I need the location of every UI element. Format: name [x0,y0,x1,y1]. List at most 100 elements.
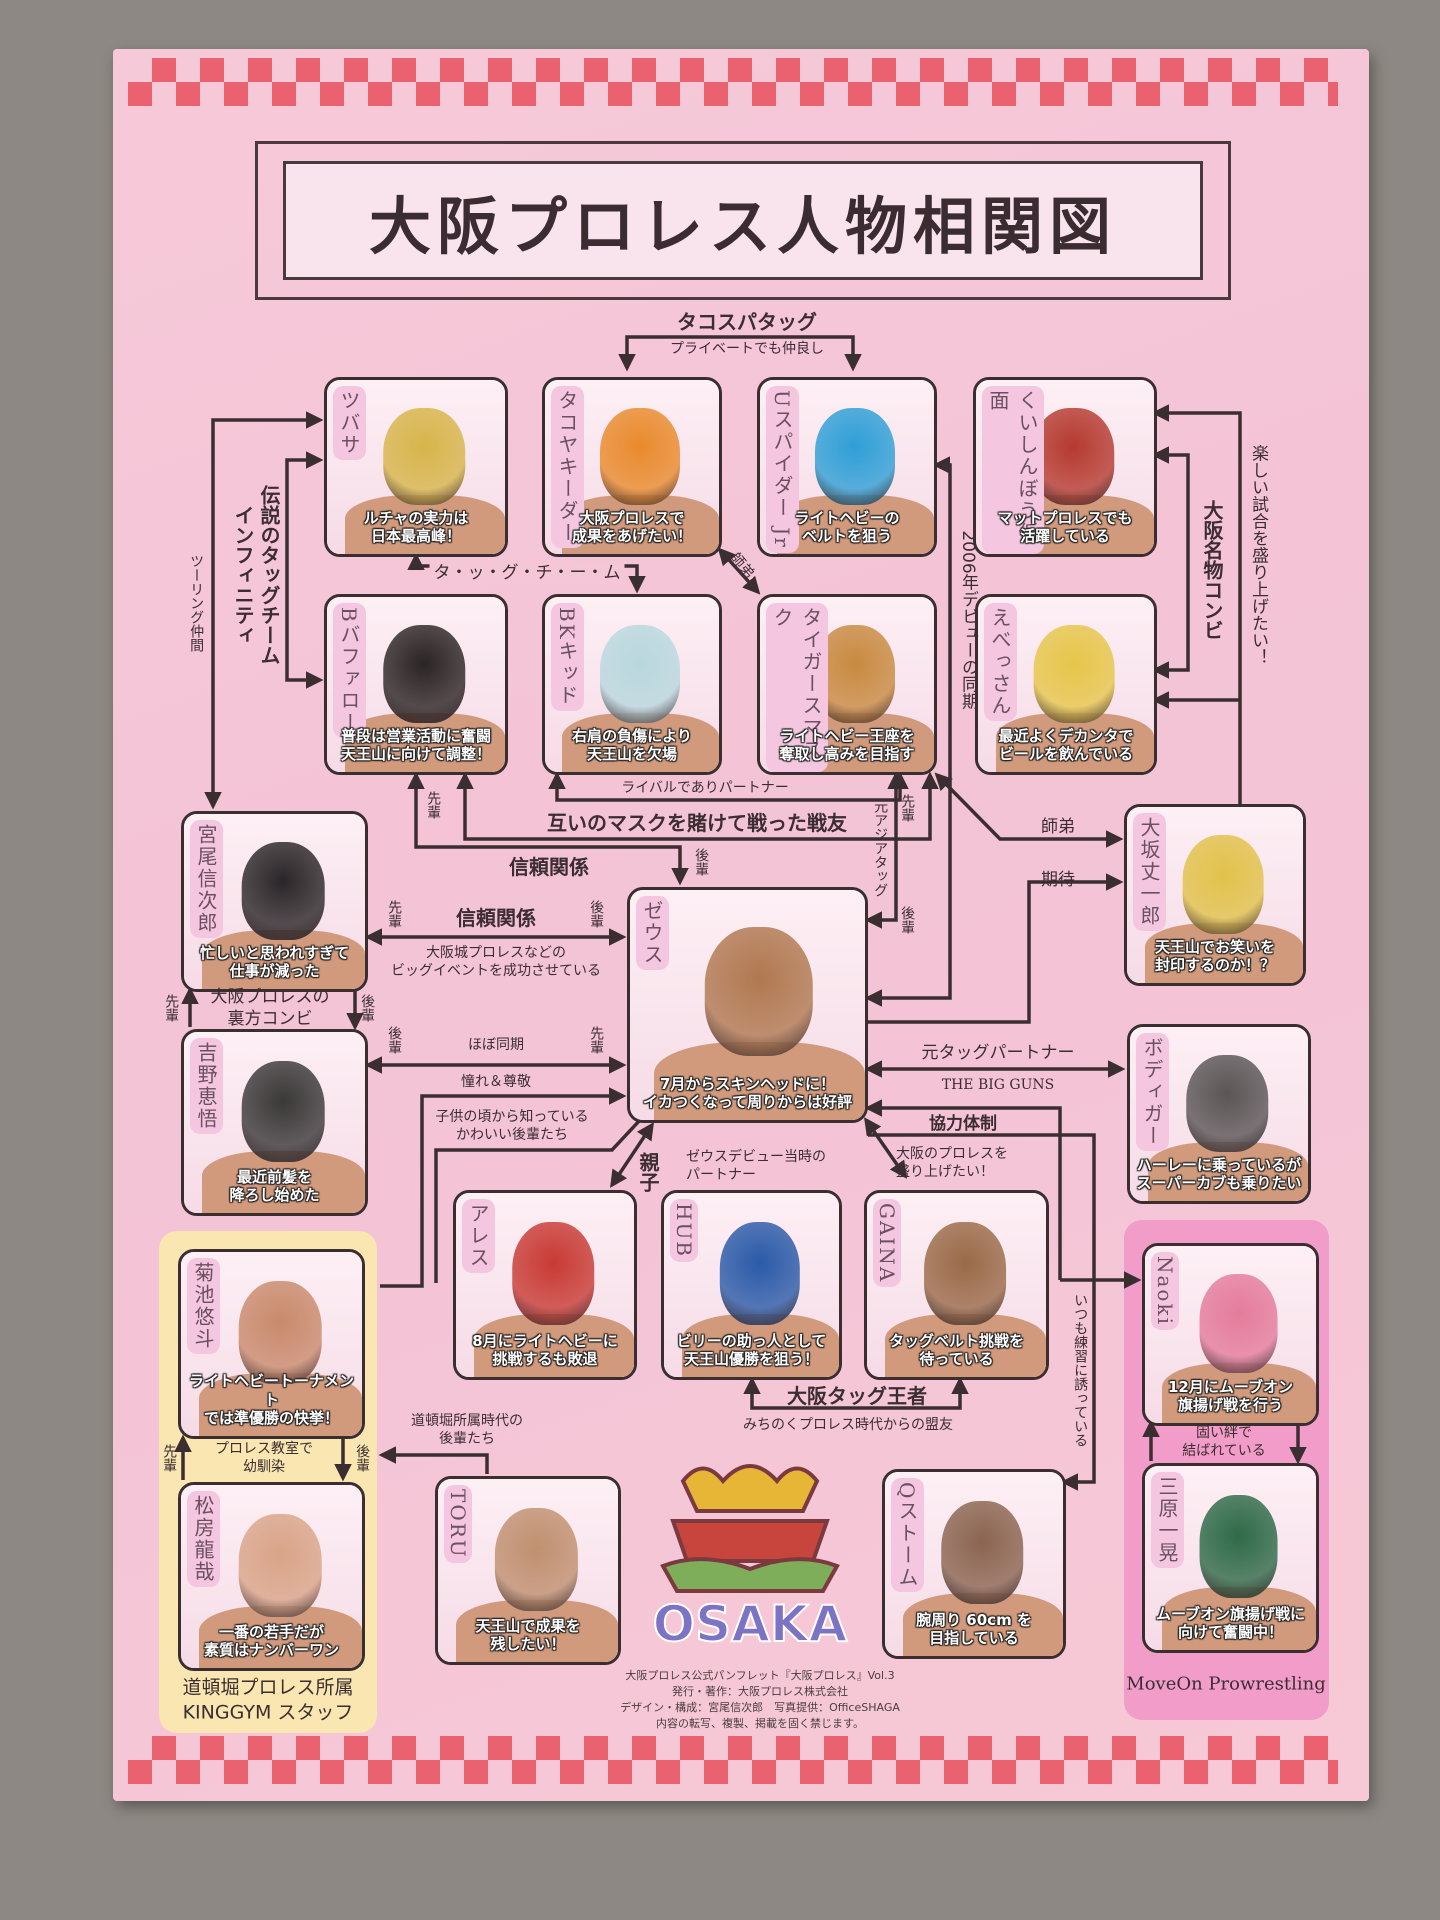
wrestler-name: 三原一晃 [1151,1472,1184,1568]
label-asia-tag: 元アジアタッグ [872,799,889,897]
profile-card-qstorm: Qストーム 腕周り 60cm を 目指している [882,1469,1066,1659]
profile-card-matsufusa: 松房龍哉 一番の若手だが 素質はナンバーワン [178,1482,365,1671]
line-shitei-osaka [934,772,1124,848]
label-kyoryoku: 協力体制 [929,1113,997,1134]
wrestler-name: Uスパイダー Jr [766,386,799,553]
line-shitei-tako-tiger [717,547,761,595]
label-mask: 互いのマスクを賭けて戦った戦友 [547,811,847,835]
wrestler-name: TORU [444,1485,472,1563]
profile-card-miyao: 宮尾信次郎 忙しいと思われすぎて 仕事が減った [181,811,368,992]
wrestler-photo [630,890,865,1120]
label-tanoshii: 楽しい試合を盛り上げたい！ [1248,444,1269,666]
label-urakata: 大阪プロレスの 裏方コンビ [210,986,330,1029]
wrestler-caption: 天王山で成果を 残したい！ [475,1616,581,1654]
wrestler-caption: ルチャの実力は 日本最高峰！ [363,508,469,546]
wrestler-name: 松房龍哉 [187,1491,220,1587]
profile-card-zeus: ゼウス 7月からスキンヘッドに！ イカつくなって周りからは好評 [627,887,868,1123]
profile-card-toru: TORU 天王山で成果を 残したい！ [435,1476,621,1665]
profile-card-kuishinbo: くいしんぼう仮面 マットプロレスでも 活躍している [973,377,1157,557]
profile-card-naoki: Naoki 12月にムーブオン 旗揚げ戦を行う [1142,1243,1319,1426]
label-shinrai-1: 信頼関係 [509,855,589,879]
label-akogare: 憧れ＆尊敬 [461,1073,531,1090]
wrestler-name: GAINA [873,1199,901,1288]
label-moto-tag: 元タッグパートナー [921,1042,1075,1063]
wrestler-caption: 最近前髪を 降ろし始めた [229,1167,320,1205]
wrestler-caption: 忙しいと思われすぎて 仕事が減った [199,943,350,981]
wrestler-caption: 右肩の負傷により 天王山を欠場 [572,726,692,764]
label-senpai-1: 先輩 [425,791,442,819]
line-tanoshii [1151,404,1242,804]
line-oyako [610,1122,654,1188]
label-touring: ツーリング仲間 [188,554,205,652]
label-oyako: 親子 [636,1152,660,1192]
label-zeus-debut: ゼウスデビュー当時の パートナー [686,1148,826,1183]
profile-card-kikuchi: 菊池悠斗 ライトヘビートーナメント では準優勝の快挙！ [178,1249,365,1439]
label-kyoshitsu: プロレス教室で 幼馴染 [215,1440,313,1475]
wrestler-name: タイガースマスク [766,603,828,772]
wrestler-caption: 腕周り 60cm を 目指している [916,1610,1032,1648]
wrestler-caption: 7月からスキンヘッドに！ イカつくなって周りからは好評 [642,1074,853,1112]
checker-border-bottom [128,1736,1338,1784]
label-tag-team: タ・ッ・グ・チ・ー・ム [429,561,625,585]
wrestler-name: Qストーム [891,1478,924,1593]
label-kodomo: 子供の頃から知っている かわいい後輩たち [435,1108,589,1143]
wrestler-photo [438,1479,618,1662]
label-hobo-doki: ほぼ同期 [468,1036,524,1053]
label-kohai-5: 後輩 [386,1026,403,1054]
wrestler-photo [664,1193,839,1377]
wrestler-photo [1145,1246,1316,1423]
wrestler-caption: ハーレーに乗っているが スーパーカブも乗りたい [1136,1155,1302,1193]
checker-border-top [128,58,1338,106]
wrestler-caption: 12月にムーブオン 旗揚げ戦を行う [1168,1377,1293,1415]
label-kohai-1: 後輩 [693,848,710,876]
wrestler-name: くいしんぼう仮面 [982,386,1044,554]
label-michinoku: みちのくプロレス時代からの盟友 [743,1416,953,1433]
wrestler-caption: ビリーの助っ人として 天王山優勝を狙う！ [676,1331,827,1369]
line-shinrai-buffalo [407,771,689,886]
label-senpai-2: 先輩 [899,794,916,822]
line-dotonbori [378,1446,489,1474]
wrestler-name: 大坂丈一郎 [1133,813,1166,931]
wrestler-name: ゼウス [636,896,669,970]
label-dotonbori-kohai: 道頓堀所属時代の 後輩たち [411,1412,523,1447]
label-kohai-4: 後輩 [359,994,376,1022]
wrestler-name: Bバファロー [333,603,366,738]
line-debut2006 [864,456,952,1007]
line-bigguns-naoki [864,1099,1062,1280]
profile-card-yoshino: 吉野恵悟 最近前髪を 降ろし始めた [181,1029,368,1216]
kinggym-group-label: 道頓堀プロレス所属 KINGGYM スタッフ [182,1676,354,1723]
label-kitai: 期待 [1041,869,1075,890]
label-shinrai-2: 信頼関係 [456,906,536,930]
svg-text:OSAKA: OSAKA [653,1595,848,1653]
wrestler-name: BKキッド [551,603,584,711]
line-meibutsu [1151,446,1190,679]
label-itsumo: いつも練習に誘っている [1072,1293,1089,1447]
wrestler-caption: 最近よくデカンタで ビールを飲んでいる [998,726,1134,764]
profile-card-mihara: 三原一晃 ムーブオン旗揚げ戦に 向けて奮闘中！ [1142,1463,1319,1653]
wrestler-name: アレス [462,1199,495,1273]
label-shitei-2: 師弟 [1041,816,1075,837]
wrestler-caption: 一番の若手だが 素質はナンバーワン [203,1622,339,1660]
line-zeus-gaina [863,1117,908,1179]
label-senpai-4: 先輩 [163,994,180,1022]
wrestler-name: ツバサ [333,386,366,460]
wrestler-name: Naoki [1151,1252,1179,1330]
profile-card-bkid: BKキッド 右肩の負傷により 天王山を欠場 [542,594,722,775]
wrestler-name: タコヤキーダー [551,386,584,548]
label-moriage: 大阪のプロレスを 盛り上げたい！ [896,1145,1008,1180]
wrestler-caption: 天王山でお笑いを 封印するのか！？ [1154,937,1275,975]
label-kohai-6: 後輩 [354,1444,371,1472]
wrestler-caption: タッグベルト挑戦を 待っている [888,1331,1024,1369]
label-osaka-meibutsu: 大阪名物コンビ [1200,500,1224,640]
wrestler-name: 宮尾信次郎 [190,820,223,938]
label-big-guns: THE BIG GUNS [941,1076,1055,1093]
wrestler-caption: ムーブオン旗揚げ戦に 向けて奮闘中！ [1155,1604,1306,1642]
wrestler-name: 吉野恵悟 [190,1038,223,1134]
profile-card-bodyguard: ボディガー ハーレーに乗っているが スーパーカブも乗りたい [1127,1024,1311,1204]
label-tacos-sub: プライベートでも仲良し [670,340,824,357]
profile-card-tsubasa: ツバサ ルチャの実力は 日本最高峰！ [324,377,508,557]
wrestler-caption: ライトヘビー王座を 奪取し高みを目指す [779,726,915,764]
wrestler-caption: ライトヘビーの ベルトを狙う [794,508,900,546]
wrestler-name: HUB [670,1199,698,1262]
